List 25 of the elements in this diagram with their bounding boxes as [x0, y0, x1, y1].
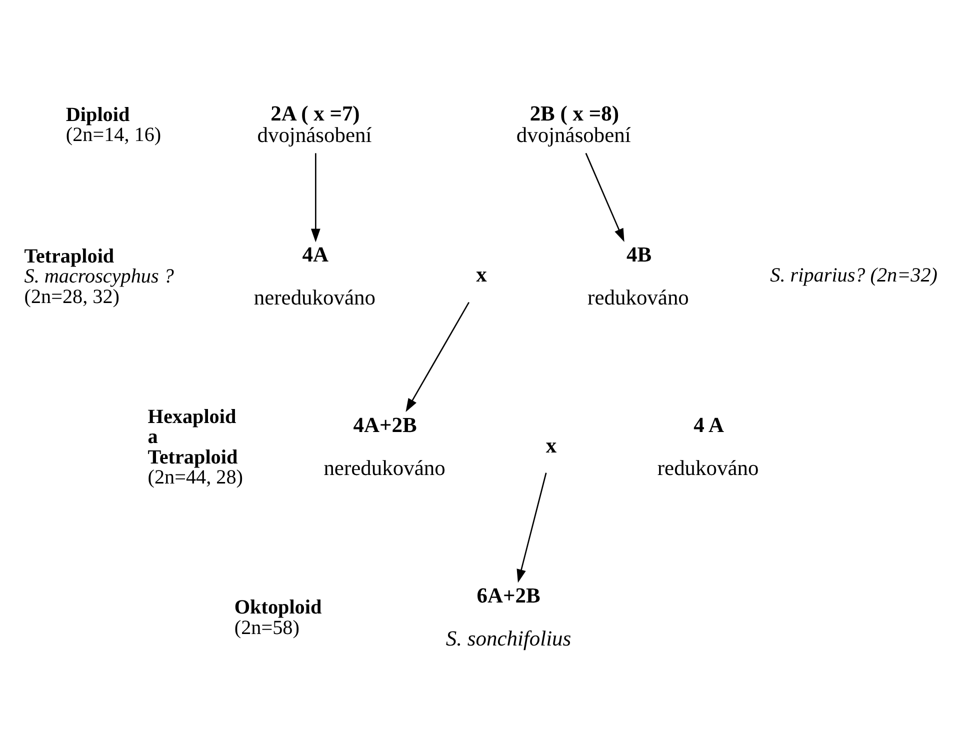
arrow [310, 152, 320, 242]
arrow [516, 472, 547, 582]
node-text: x [476, 262, 487, 286]
label: a [148, 426, 158, 448]
label: Tetraploid [24, 245, 114, 268]
label: Oktoploid [234, 596, 322, 618]
node-text: 2B ( x =8) dvojnásobení [516, 101, 631, 147]
label: S. riparius? (2n=32) [770, 264, 938, 286]
node-text: 4 A [694, 412, 724, 437]
node-label: S. sonchifolius [446, 626, 572, 650]
node-label: neredukováno [324, 456, 446, 480]
node-text: 4A+2B [353, 412, 417, 437]
node-label: redukováno [588, 285, 689, 310]
node-text: x [546, 432, 557, 457]
arrow [585, 152, 624, 242]
node-label: neredukováno [254, 285, 376, 310]
node-text: 6A+2B [476, 583, 540, 608]
label: Hexaploid [148, 405, 236, 428]
label: Diploid [66, 103, 130, 126]
label: Tetraploid [148, 446, 238, 468]
node-text: 4B [626, 242, 652, 266]
node-text: 4A [302, 242, 328, 266]
node-text: 2A ( x =7) dvojnásobení [257, 101, 372, 147]
node-label: redukováno [657, 456, 759, 480]
arrow [406, 301, 470, 412]
